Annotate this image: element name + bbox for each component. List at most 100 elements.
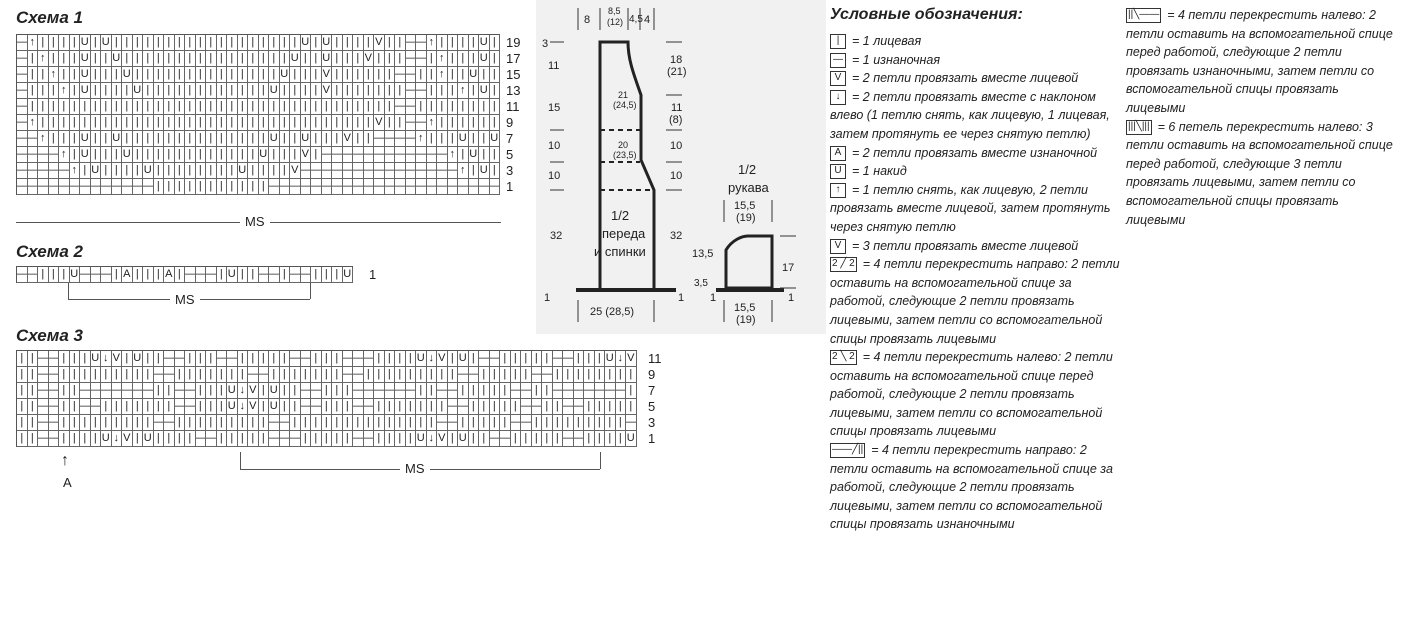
chart-cell: |	[195, 115, 206, 131]
chart-cell: U	[468, 147, 479, 163]
chart-cell: |	[248, 163, 259, 179]
chart-cell: —	[174, 399, 185, 415]
chart-cell: |	[321, 415, 332, 431]
chart-cell: —	[437, 163, 448, 179]
chart-cell: |	[395, 415, 406, 431]
chart-cell: —	[269, 179, 280, 195]
chart-row: ||——||———————||——|||U↓V|U||——|||——————||…	[17, 383, 637, 399]
chart-cell: —	[395, 179, 406, 195]
chart-cell: |	[489, 415, 500, 431]
chart-cell: |	[90, 147, 101, 163]
inner-label-245: (24,5)	[613, 100, 637, 110]
chart-cell: |	[237, 147, 248, 163]
chart-cell: |	[69, 51, 80, 67]
chart-row: ——↑|||U||U||||||||||||||U||U|||V||————↑|…	[17, 131, 500, 147]
chart-cell: |	[321, 267, 332, 283]
legend-text: = 1 накид	[852, 164, 907, 179]
chart-cell: |	[174, 163, 185, 179]
chart-cell: —	[101, 383, 112, 399]
chart-cell: —	[563, 351, 574, 367]
chart-cell: |	[111, 99, 122, 115]
chart-cell: |	[416, 383, 427, 399]
chart-cell: |	[122, 99, 133, 115]
chart-cell: |	[447, 115, 458, 131]
chart-cell: |	[468, 99, 479, 115]
chart-cell: —	[521, 399, 532, 415]
chart-cell: ↓	[237, 399, 248, 415]
chart-cell: —	[174, 383, 185, 399]
chart-cell: —	[437, 147, 448, 163]
left-label-3: 3	[542, 38, 549, 50]
chart-cell: —	[48, 351, 59, 367]
chart-cell: ↑	[48, 67, 59, 83]
chart-cell: U	[269, 131, 280, 147]
chart-cell: —	[353, 399, 364, 415]
schema1-title: Схема 1	[16, 8, 83, 27]
chart-cell: U	[479, 163, 490, 179]
chart-cell: —	[573, 383, 584, 399]
chart-cell: U	[101, 35, 112, 51]
legend-title: Условные обозначения:	[830, 6, 1023, 23]
chart-cell: |	[132, 415, 143, 431]
chart-row: —————↑|U||||U||||||||U||||V—————————————…	[17, 163, 500, 179]
chart-cell: |	[405, 399, 416, 415]
chart-cell: |	[311, 147, 322, 163]
chart-cell: ↑	[27, 115, 38, 131]
chart-cell: |	[69, 351, 80, 367]
legend-item: |= 1 лицевая	[830, 32, 1120, 51]
chart-cell: |	[237, 51, 248, 67]
chart-cell: |	[185, 431, 196, 447]
chart-cell: |	[332, 51, 343, 67]
chart-cell: U	[237, 163, 248, 179]
garment-schematic	[536, 0, 826, 334]
chart-cell: |	[279, 351, 290, 367]
chart-cell: —	[584, 383, 595, 399]
chart-cell: |	[468, 351, 479, 367]
chart-cell: —	[416, 51, 427, 67]
row-number: 1	[369, 267, 377, 282]
legend-symbol: ↑	[830, 182, 846, 198]
chart-cell: —	[332, 179, 343, 195]
chart-cell: |	[17, 431, 28, 447]
chart-cell: |	[269, 147, 280, 163]
left-label-11: 11	[548, 60, 560, 72]
chart-row: —|||||||||||||||||||||||||||||||||||——||…	[17, 99, 500, 115]
chart-cell: —	[185, 399, 196, 415]
chart-cell: |	[489, 51, 500, 67]
chart-cell: |	[185, 67, 196, 83]
chart-cell: |	[132, 51, 143, 67]
chart-cell: —	[206, 267, 217, 283]
chart-cell: |	[269, 51, 280, 67]
chart-cell: |	[38, 35, 49, 51]
chart-cell: |	[353, 99, 364, 115]
chart-cell: —	[426, 163, 437, 179]
chart-cell: |	[248, 67, 259, 83]
chart-cell: —	[626, 415, 637, 431]
chart-cell: |	[185, 367, 196, 383]
chart-cell: |	[174, 35, 185, 51]
chart-cell: —	[311, 399, 322, 415]
chart-cell: |	[384, 83, 395, 99]
chart-cell: —	[290, 431, 301, 447]
chart-cell: |	[437, 99, 448, 115]
chart-cell: |	[143, 399, 154, 415]
chart-cell: |	[468, 51, 479, 67]
chart-cell: ↓	[426, 431, 437, 447]
chart-cell: —	[363, 431, 374, 447]
chart-cell: |	[111, 415, 122, 431]
chart-cell: —	[80, 399, 91, 415]
chart-cell: |	[500, 351, 511, 367]
chart-cell: U	[227, 399, 238, 415]
chart-cell: |	[27, 431, 38, 447]
chart-cell: |	[615, 399, 626, 415]
legend-symbol: |||╲|||	[1126, 119, 1152, 135]
chart-cell: |	[321, 383, 332, 399]
chart-cell: U	[342, 267, 353, 283]
chart-cell: —	[48, 147, 59, 163]
chart-cell: |	[458, 415, 469, 431]
chart-cell: |	[363, 131, 374, 147]
chart-cell: |	[311, 367, 322, 383]
chart-cell: |	[227, 179, 238, 195]
chart-cell: |	[111, 267, 122, 283]
chart-cell: |	[594, 415, 605, 431]
